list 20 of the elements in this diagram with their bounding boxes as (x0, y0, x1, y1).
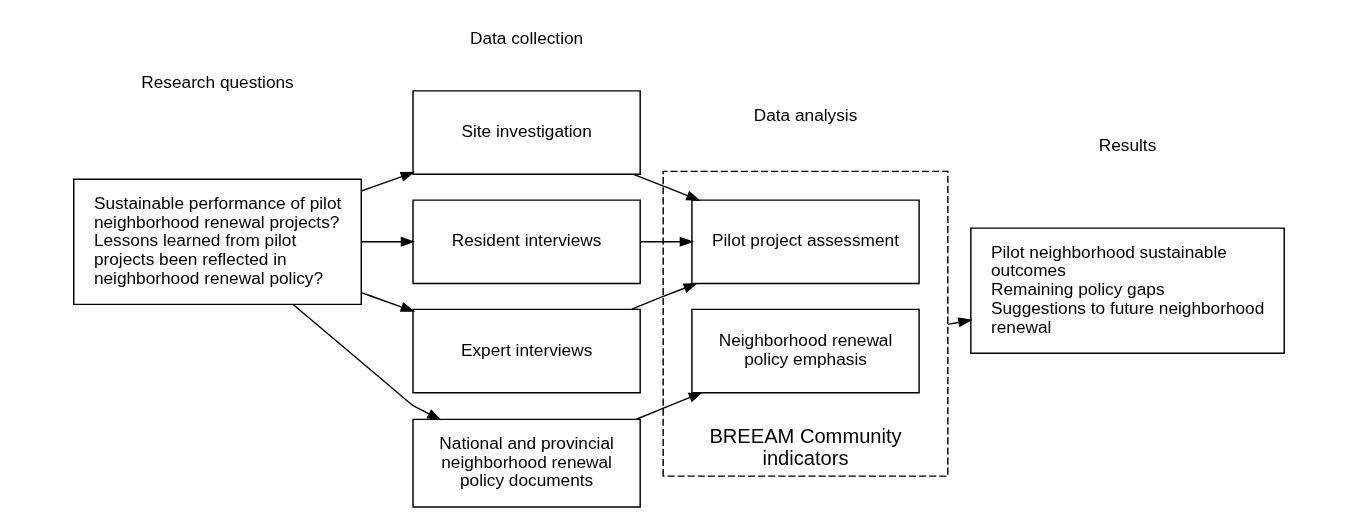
node-box: Expert interviews (411, 308, 641, 394)
node-box: Pilot project assessment (690, 199, 920, 285)
label: Data collection (469, 27, 583, 48)
arrow (630, 283, 698, 310)
label: Research questions (140, 72, 294, 93)
node-box: National and provincial neighborhood renewal policy documents (411, 418, 641, 508)
node-box: Resident interviews (411, 199, 641, 285)
arrow (632, 173, 701, 201)
node-box: Pilot neighborhood sustainable outcomes Remaining policy gaps Suggestions to future neighborhood renewal (969, 227, 1285, 354)
label: Results (1098, 135, 1156, 156)
arrow (360, 171, 415, 192)
node-box: Neighborhood renewal policy emphasis (690, 308, 920, 394)
node-box: Site investigation (411, 90, 641, 175)
label: Data analysis (753, 105, 857, 126)
arrow (639, 236, 694, 247)
arrow (635, 392, 703, 420)
node-box: Sustainable performance of pilot neighborhood renewal projects? Lessons learned from pilot projects been reflected in neighborhood renewal policy? (72, 178, 362, 306)
arrow (360, 291, 415, 312)
arrow (292, 304, 442, 421)
arrow (360, 236, 415, 247)
